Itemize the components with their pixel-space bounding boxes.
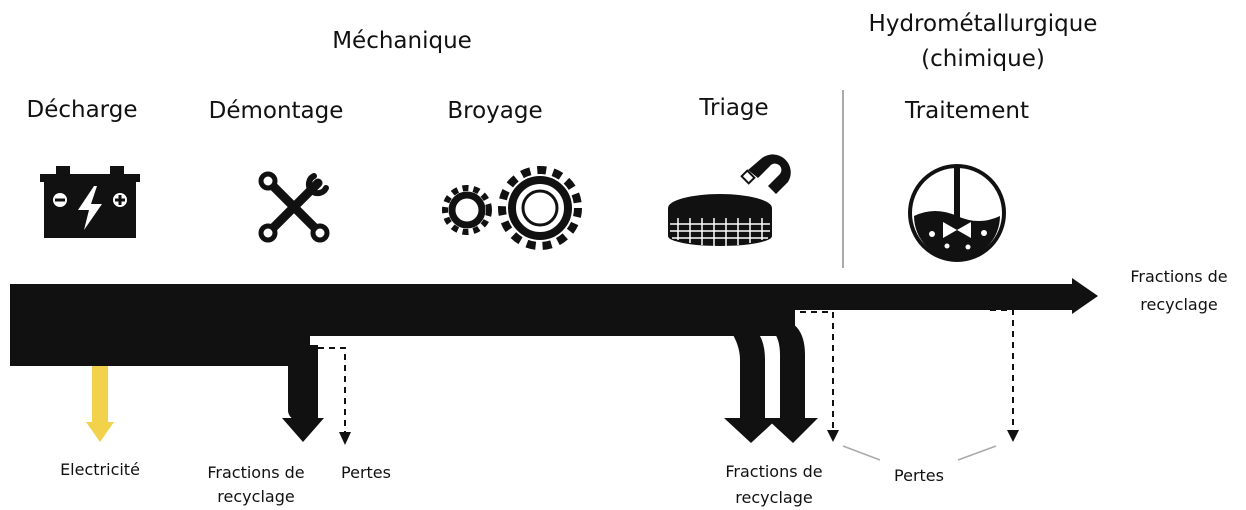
step-broyage: Broyage <box>447 98 543 124</box>
main-output-line2: recyclage <box>1140 295 1218 314</box>
dismantle-fractions-line2: recyclage <box>217 487 295 506</box>
reactor-icon <box>908 164 1006 262</box>
group-hydro-line1: Hydrométallurgique <box>868 11 1098 37</box>
battery-icon <box>40 166 140 238</box>
losses-brace <box>842 445 997 461</box>
sort-fractions-line1: Fractions de <box>725 462 823 481</box>
dismantle-loss-arrow <box>296 347 346 432</box>
step-demontage: Démontage <box>208 98 344 124</box>
group-hydro-line2: (chimique) <box>921 46 1045 72</box>
dismantle-fractions-arrow <box>282 345 324 442</box>
step-decharge: Décharge <box>26 97 138 123</box>
sort-losses-label: Pertes <box>894 466 944 485</box>
main-flow <box>10 278 1098 366</box>
sort-fractions-line2: recyclage <box>735 488 813 507</box>
main-output-line1: Fractions de <box>1130 267 1228 286</box>
dismantle-fractions-line1: Fractions de <box>207 463 305 482</box>
treatment-loss-arrows <box>800 309 1014 430</box>
step-traitement: Traitement <box>905 98 1029 124</box>
tools-icon <box>258 171 330 243</box>
step-triage: Triage <box>699 95 769 121</box>
electricity-label: Electricité <box>60 460 140 479</box>
group-mechanical: Méchanique <box>332 28 472 54</box>
sort-fractions-arrows <box>724 318 818 443</box>
electricity-arrow <box>86 366 114 442</box>
gears-icon <box>442 166 582 250</box>
magnet-sieve-icon <box>668 154 791 246</box>
dismantle-losses-label: Pertes <box>341 463 391 482</box>
